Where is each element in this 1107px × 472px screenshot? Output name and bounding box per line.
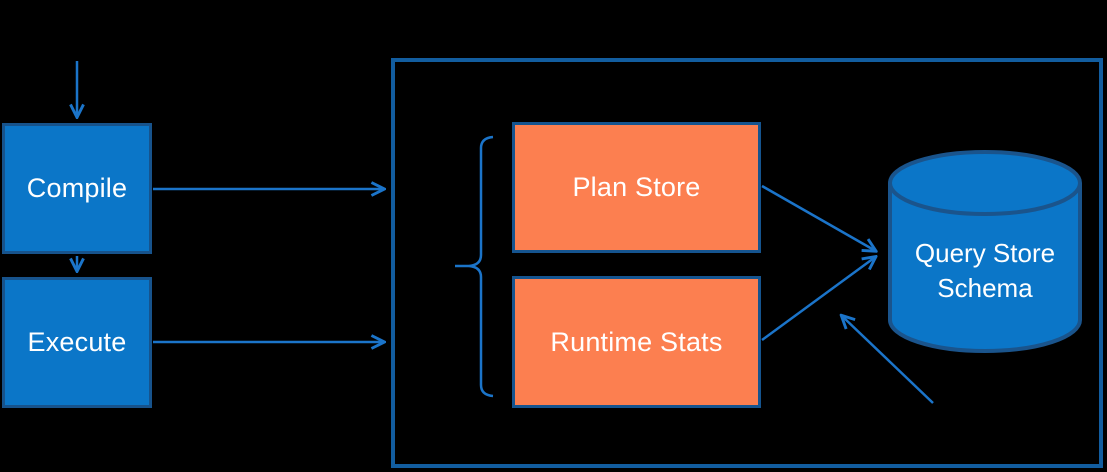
runtime-stats-node-label: Runtime Stats [550,326,723,357]
compile-node-label: Compile [26,173,128,203]
query-store-container-rect [391,58,1103,468]
execute-node-label: Execute [27,327,127,357]
runtime-stats-node: Runtime Stats [512,276,761,408]
compile-node: Compile [2,123,152,254]
plan-store-node: Plan Store [512,122,761,253]
query-store-schema-label: Query Store Schema [914,238,1056,303]
plan-store-node-label: Plan Store [572,172,701,202]
execute-node: Execute [2,277,152,408]
